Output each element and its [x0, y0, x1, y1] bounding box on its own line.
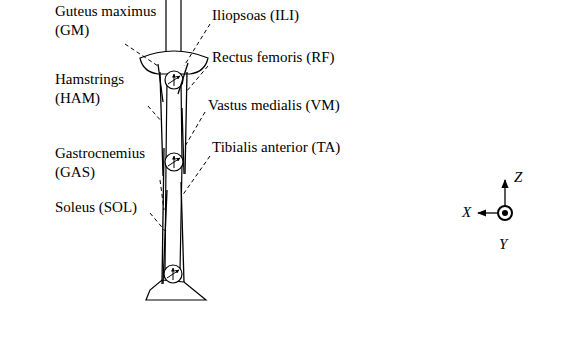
muscle-name: Soleus (SOL)	[55, 198, 165, 217]
axis-triad	[478, 180, 512, 220]
leader-line	[160, 180, 164, 210]
leader-line	[125, 44, 158, 66]
skeleton	[140, 0, 208, 300]
leader-line	[184, 112, 205, 148]
leader-line	[186, 66, 208, 92]
ham-muscle	[160, 72, 163, 176]
joint-rotation-arrows	[167, 74, 180, 280]
leader-line	[150, 213, 166, 232]
ta-muscle	[181, 182, 184, 282]
shank	[165, 164, 182, 272]
axis-label: Z	[514, 168, 534, 187]
muscle-name: Rectus femoris (RF)	[212, 48, 372, 67]
leader-lines	[125, 24, 210, 232]
muscle-lines	[158, 63, 188, 284]
muscle-name: Hamstrings (HAM)	[55, 70, 155, 108]
vm-muscle	[182, 108, 184, 174]
rf-muscle	[185, 72, 187, 174]
knee-joint	[165, 153, 183, 171]
axis-label: Y	[499, 235, 519, 254]
muscle-name: Tibialis anterior (TA)	[212, 138, 382, 157]
muscle-name: Gastrocnemius (GAS)	[55, 144, 165, 182]
muscle-name: Vastus medialis (VM)	[208, 96, 378, 115]
muscle-name: Guteus maximus (GM)	[55, 2, 167, 40]
axis-label: X	[462, 203, 482, 222]
leader-line	[184, 24, 210, 66]
thigh	[166, 80, 182, 160]
leader-line	[182, 156, 210, 196]
muscle-name: Iliopsoas (ILI)	[212, 6, 352, 25]
ankle-joint	[164, 265, 182, 283]
trunk	[166, 0, 181, 55]
leader-line	[148, 106, 162, 122]
